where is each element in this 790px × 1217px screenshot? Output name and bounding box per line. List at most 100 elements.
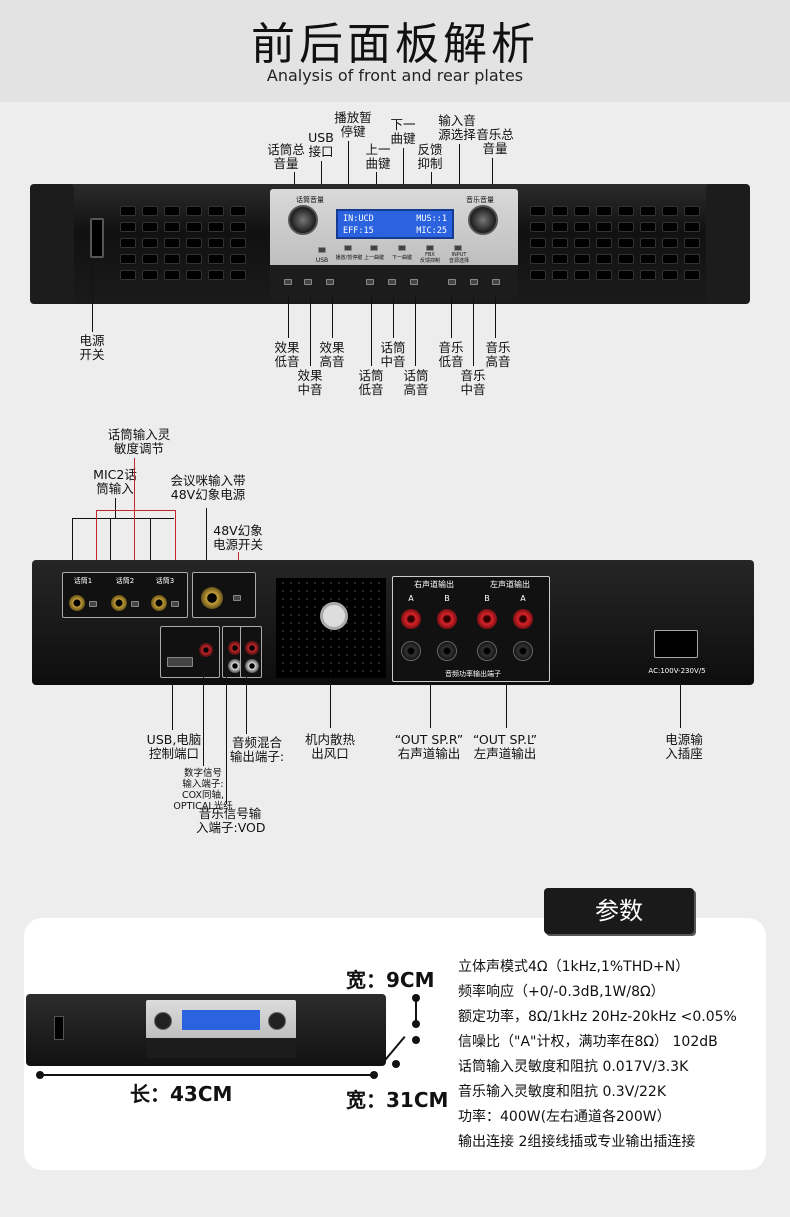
music-treble-button[interactable] xyxy=(492,279,500,285)
callout-line xyxy=(226,676,227,804)
dimension-dot xyxy=(370,1071,378,1079)
mic3-sensitivity[interactable] xyxy=(171,601,179,607)
power-terminal-label: 音频功率输出端子 xyxy=(445,670,501,678)
spec-line: 立体声模式4Ω（1kHz,1%THD+N） xyxy=(458,959,690,975)
label-mic2-input: MIC2话 筒输入 xyxy=(93,467,137,496)
left-out-a-negative[interactable] xyxy=(513,641,533,661)
thumb-lcd xyxy=(182,1010,260,1030)
music-mid-button[interactable] xyxy=(470,279,478,285)
music-bass-button[interactable] xyxy=(448,279,456,285)
dimension-length: 长：43CM xyxy=(130,1082,233,1106)
label-power-socket: 电源输 入插座 xyxy=(665,732,703,761)
mic3-jack[interactable] xyxy=(151,595,167,611)
label-audio-mix-out: 音频混合 输出端子: xyxy=(229,735,285,764)
amplifier-thumbnail xyxy=(26,994,386,1066)
music-input-r[interactable] xyxy=(228,641,242,655)
left-out-a-positive[interactable] xyxy=(513,609,533,629)
label-music-master: 音乐总 音量 xyxy=(476,127,514,156)
spec-line: 音乐输入灵敏度和阻抗 0.3V/22K xyxy=(458,1084,667,1100)
mic2-jack[interactable] xyxy=(111,595,127,611)
right-out-b-positive[interactable] xyxy=(437,609,457,629)
callout-line-red xyxy=(96,510,176,511)
music-knob-label: 音乐音量 xyxy=(466,196,494,204)
phantom-power-switch[interactable] xyxy=(233,595,241,601)
dimension-dot xyxy=(412,1020,420,1028)
dimension-dot xyxy=(412,1036,420,1044)
input-select-button[interactable] xyxy=(454,245,462,251)
feedback-button[interactable] xyxy=(426,245,434,251)
height-line xyxy=(415,998,417,1024)
usb-panel-label: USB xyxy=(315,257,329,264)
right-out-a-positive[interactable] xyxy=(401,609,421,629)
mic-volume-knob[interactable] xyxy=(288,205,318,235)
effect-bass-button[interactable] xyxy=(284,279,292,285)
power-switch[interactable] xyxy=(90,218,104,258)
usb-pc-port[interactable] xyxy=(167,657,193,667)
effect-mid-button[interactable] xyxy=(304,279,312,285)
prev-track-button[interactable] xyxy=(370,245,378,251)
lcd-effect: EFF:15 xyxy=(343,226,374,236)
next-track-button[interactable] xyxy=(398,245,406,251)
music-input-l[interactable] xyxy=(228,659,242,673)
mic-knob-label: 话筒音量 xyxy=(296,196,324,204)
mic-mid-button[interactable] xyxy=(388,279,396,285)
mix-output-l[interactable] xyxy=(245,659,259,673)
ac-rating-label: AC:100V-230V/5 xyxy=(648,667,706,675)
conference-mic-jack[interactable] xyxy=(201,587,223,609)
label-conference-mic: 会议咪输入带 48V幻象电源 xyxy=(170,473,246,502)
label-phantom-switch: 48V幻象 电源开关 xyxy=(212,523,263,552)
label-input-select: 输入音 源选择 xyxy=(438,113,476,142)
label-prev-track: 上一 曲键 xyxy=(365,142,391,171)
callout-line-red xyxy=(96,510,97,602)
input-sub-label: 音源选择 xyxy=(448,258,469,264)
callout-line xyxy=(430,684,431,728)
effect-treble-button[interactable] xyxy=(326,279,334,285)
label-internal-vent: 机内散热 出风口 xyxy=(304,732,355,761)
callout-line xyxy=(506,684,507,728)
label-music-input: 音乐信号输 入端子:VOD xyxy=(196,806,266,835)
terminal-a-label: A xyxy=(520,594,526,603)
left-out-b-negative[interactable] xyxy=(477,641,497,661)
callout-line-red xyxy=(134,458,135,602)
mic2-sensitivity[interactable] xyxy=(131,601,139,607)
callout-line xyxy=(72,518,73,600)
callout-line xyxy=(206,508,207,582)
callout-line xyxy=(495,296,496,338)
mic1-sensitivity[interactable] xyxy=(89,601,97,607)
label-music-bass: 音乐 低音 xyxy=(438,340,464,369)
right-out-a-negative[interactable] xyxy=(401,641,421,661)
right-out-b-negative[interactable] xyxy=(437,641,457,661)
play-pause-button[interactable] xyxy=(344,245,352,251)
spec-line: 话筒输入灵敏度和阻抗 0.017V/3.3K xyxy=(458,1059,689,1075)
mic-bass-button[interactable] xyxy=(366,279,374,285)
vent-grille-right xyxy=(530,206,700,280)
header-banner: 前后面板解析 Analysis of front and rear plates xyxy=(0,0,790,102)
lcd-mic: MIC:25 xyxy=(416,226,447,236)
play-panel-label: 播放/暂停键 xyxy=(335,255,363,261)
mix-output-r[interactable] xyxy=(245,641,259,655)
callout-line xyxy=(246,676,247,734)
mic3-label: 话筒3 xyxy=(155,577,175,585)
fbx-panel-label: FBX xyxy=(425,252,435,258)
usb-port[interactable] xyxy=(318,247,326,253)
vent-grille-left xyxy=(120,206,246,280)
spec-line: 功率：400W(左右通道各200W） xyxy=(458,1109,671,1125)
rack-ear-right xyxy=(706,184,750,304)
mic-treble-button[interactable] xyxy=(410,279,418,285)
callout-line xyxy=(150,518,151,600)
left-out-b-positive[interactable] xyxy=(477,609,497,629)
mic1-jack[interactable] xyxy=(69,595,85,611)
power-inlet[interactable] xyxy=(654,630,698,658)
spec-line: 信噪比（"A"计权，满功率在8Ω） 102dB xyxy=(458,1034,718,1050)
speaker-output-block: 右声道输出 左声道输出 A B B A 音频功率输出端子 xyxy=(392,576,550,682)
label-mic-bass: 话筒 低音 xyxy=(358,368,384,397)
label-mic-mid: 话筒 中音 xyxy=(380,340,406,369)
callout-line xyxy=(332,296,333,338)
music-volume-knob[interactable] xyxy=(468,205,498,235)
callout-line xyxy=(371,296,372,366)
callout-line xyxy=(92,262,93,332)
coax-input-jack[interactable] xyxy=(199,643,213,657)
amplifier-rear-panel: 话筒1 话筒2 话筒3 右声道输出 左声道输出 A B B A xyxy=(32,560,754,685)
callout-line xyxy=(330,676,331,728)
